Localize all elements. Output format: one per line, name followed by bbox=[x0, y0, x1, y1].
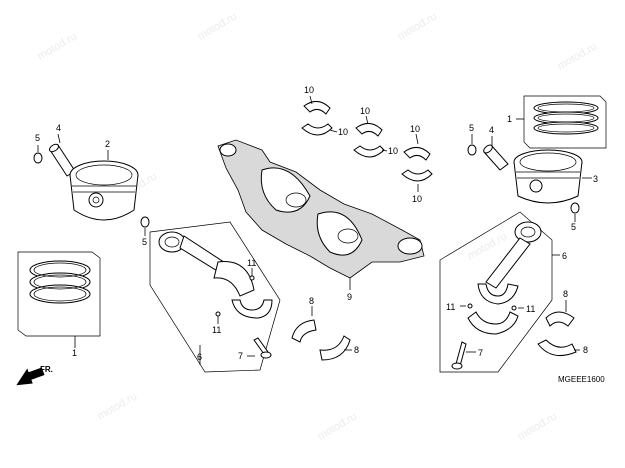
callout-6: 6 bbox=[562, 251, 567, 261]
callout-7: 7 bbox=[478, 348, 483, 358]
connecting-rod-left-group: 11 11 7 6 bbox=[149, 221, 281, 373]
piston-pin-clip-left-2 bbox=[140, 216, 150, 228]
callout-10: 10 bbox=[412, 194, 422, 204]
piston-pin-right bbox=[483, 144, 509, 171]
callout-10: 10 bbox=[304, 85, 314, 95]
watermark: motod.ru bbox=[466, 230, 510, 262]
callout-8: 8 bbox=[309, 296, 314, 306]
callout-8: 8 bbox=[583, 345, 588, 355]
crank-bearing-center: 8 8 bbox=[291, 296, 359, 361]
callout-8: 8 bbox=[563, 289, 568, 299]
callout-10: 10 bbox=[338, 127, 348, 137]
callout-10: 10 bbox=[360, 106, 370, 116]
watermark: motod.ru bbox=[396, 10, 440, 42]
callout-5: 5 bbox=[469, 123, 474, 133]
rod-bolt-left bbox=[253, 337, 272, 359]
rod-box-right bbox=[439, 211, 553, 373]
crank-bearing-right-lower bbox=[537, 339, 577, 357]
connecting-rod-right bbox=[467, 221, 542, 335]
watermark: motod.ru bbox=[316, 410, 360, 442]
right-piston-group: 1 5 4 3 5 bbox=[439, 95, 607, 373]
callout-5: 5 bbox=[571, 222, 576, 232]
callout-3: 3 bbox=[593, 174, 598, 184]
crank-bearing-right-upper bbox=[545, 311, 575, 327]
left-piston-group: 5 4 2 5 bbox=[16, 123, 150, 386]
piston-pin-clip-left bbox=[33, 152, 43, 164]
diagram-code: MGEEE1600 bbox=[558, 375, 605, 384]
callout-4: 4 bbox=[56, 123, 61, 133]
callout-2: 2 bbox=[105, 139, 110, 149]
piston-pin-clip-right bbox=[467, 144, 477, 156]
piston-ring-set-left bbox=[17, 251, 101, 337]
watermark: motod.ru bbox=[556, 40, 600, 72]
callout-8: 8 bbox=[354, 345, 359, 355]
front-label: FR. bbox=[40, 365, 53, 374]
callout-11: 11 bbox=[446, 302, 455, 312]
callout-10: 10 bbox=[410, 124, 420, 134]
piston-ring-set-right bbox=[533, 101, 599, 135]
crankshaft bbox=[217, 139, 425, 279]
piston-pin-clip-right-2 bbox=[570, 202, 580, 214]
callout-11: 11 bbox=[526, 304, 535, 314]
callout-4: 4 bbox=[489, 125, 494, 135]
callout-1: 1 bbox=[72, 348, 77, 358]
callout-6: 6 bbox=[197, 352, 202, 362]
connecting-rod-left bbox=[158, 231, 273, 319]
rod-bolt-right bbox=[451, 341, 467, 370]
main-bearings bbox=[301, 101, 433, 182]
callout-5: 5 bbox=[142, 237, 147, 247]
callout-5: 5 bbox=[35, 133, 40, 143]
callout-11: 11 bbox=[212, 325, 221, 335]
watermark: motod.ru bbox=[96, 390, 140, 422]
callout-1: 1 bbox=[507, 114, 512, 124]
watermark: motod.ru bbox=[196, 10, 240, 42]
watermark: motod.ru bbox=[36, 30, 80, 62]
piston-left bbox=[69, 160, 139, 221]
ring-set-box-right bbox=[523, 95, 607, 149]
callout-11: 11 bbox=[247, 258, 256, 268]
front-arrow: FR. bbox=[16, 365, 53, 386]
piston-right bbox=[513, 149, 583, 204]
callout-7: 7 bbox=[238, 351, 243, 361]
callout-9: 9 bbox=[347, 292, 352, 302]
watermark: motod.ru bbox=[516, 410, 560, 442]
callout-10: 10 bbox=[388, 146, 398, 156]
